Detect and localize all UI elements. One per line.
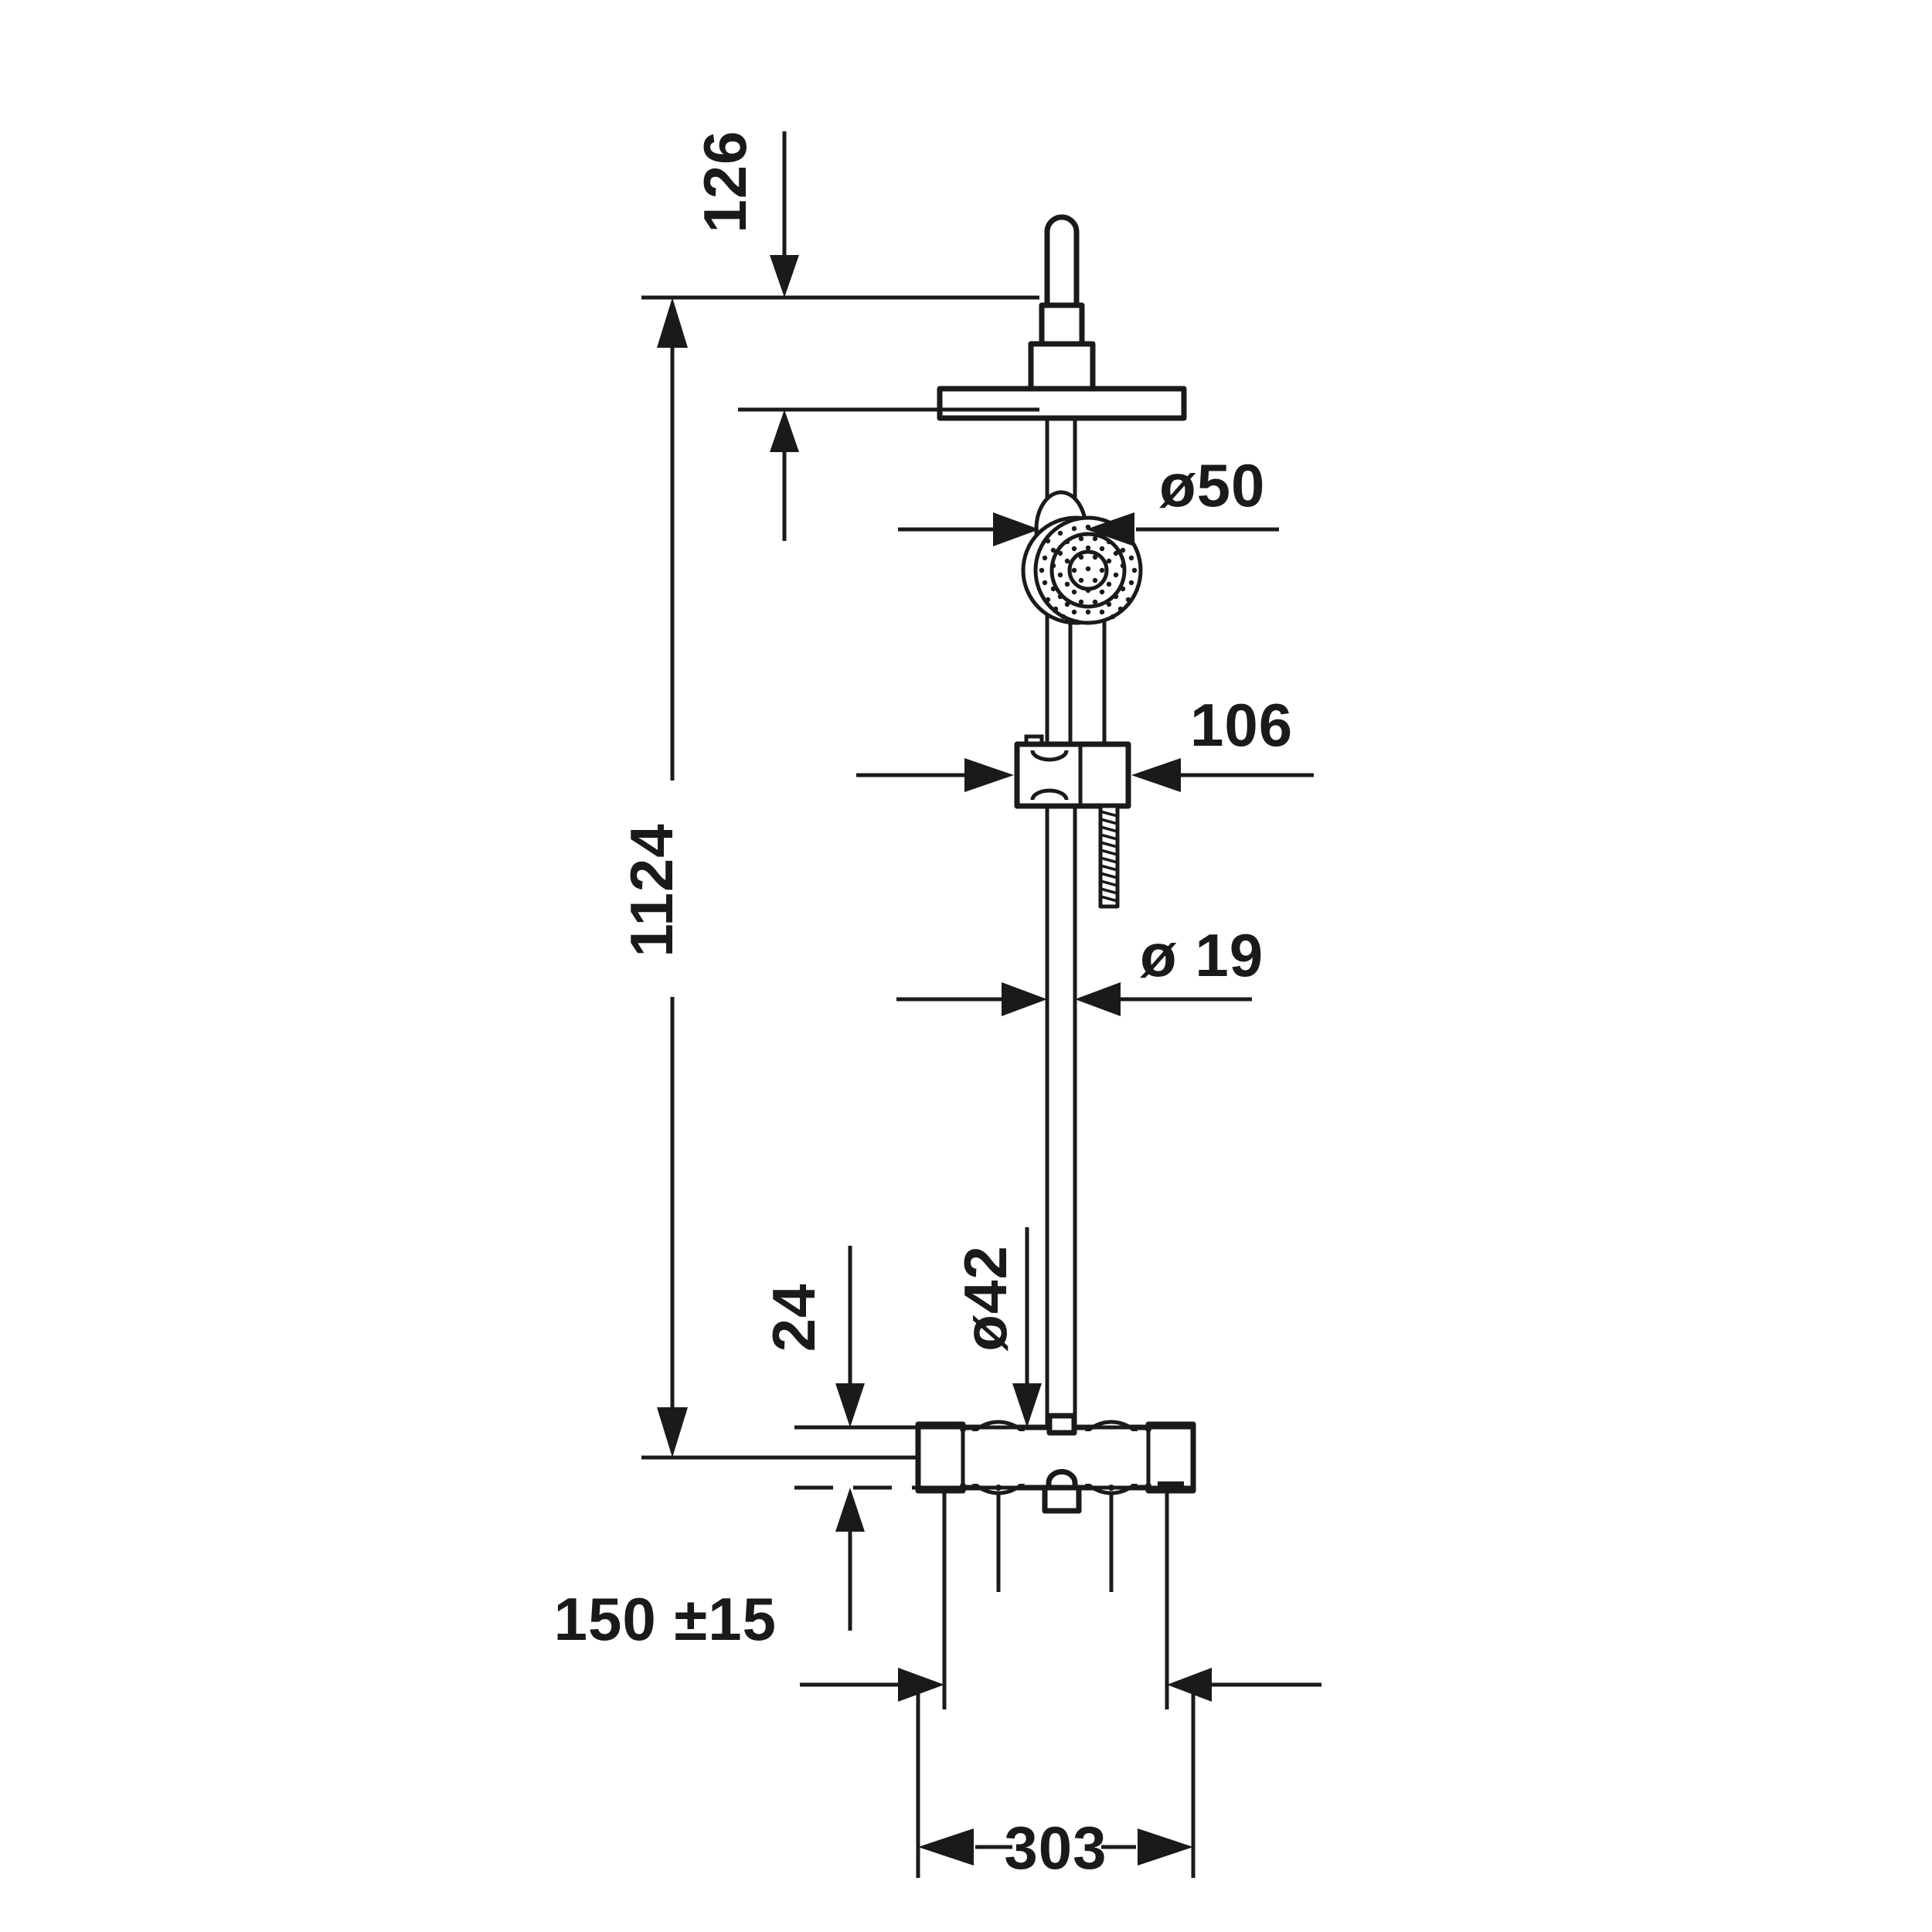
dimension-diameter-50: ø50 <box>898 451 1279 546</box>
dimension-126: 126 <box>641 130 1039 541</box>
dimension-label-150-tolerance: 150 ±15 <box>554 1585 777 1653</box>
dimension-label-diameter-50: ø50 <box>1159 451 1265 519</box>
dimension-label-303: 303 <box>1004 1814 1107 1882</box>
dimension-diameter-19: ø 19 <box>896 921 1264 1016</box>
shower-hose <box>1098 804 1120 909</box>
hand-shower <box>1021 515 1143 761</box>
dimension-24: 24 <box>760 1246 920 1631</box>
slider-bracket <box>1014 734 1131 809</box>
dimension-diameter-42: ø42 <box>951 1227 1042 1427</box>
overhead-shower-stem <box>1028 214 1096 392</box>
overhead-shower-head <box>937 386 1187 421</box>
dimension-label-106: 106 <box>1190 691 1293 759</box>
dimension-label-126: 126 <box>691 130 759 233</box>
dimension-106: 106 <box>856 691 1314 792</box>
dimension-label-diameter-19: ø 19 <box>1140 921 1264 989</box>
dimension-303: 303 <box>916 1686 1196 1882</box>
dimension-label-diameter-42: ø42 <box>951 1245 1019 1351</box>
dimension-label-1124: 1124 <box>617 823 685 957</box>
dimension-label-24: 24 <box>760 1284 828 1352</box>
thermostatic-valve-body <box>915 1413 1196 1514</box>
dimension-150-tolerance: 150 ±15 <box>554 1493 1321 1709</box>
